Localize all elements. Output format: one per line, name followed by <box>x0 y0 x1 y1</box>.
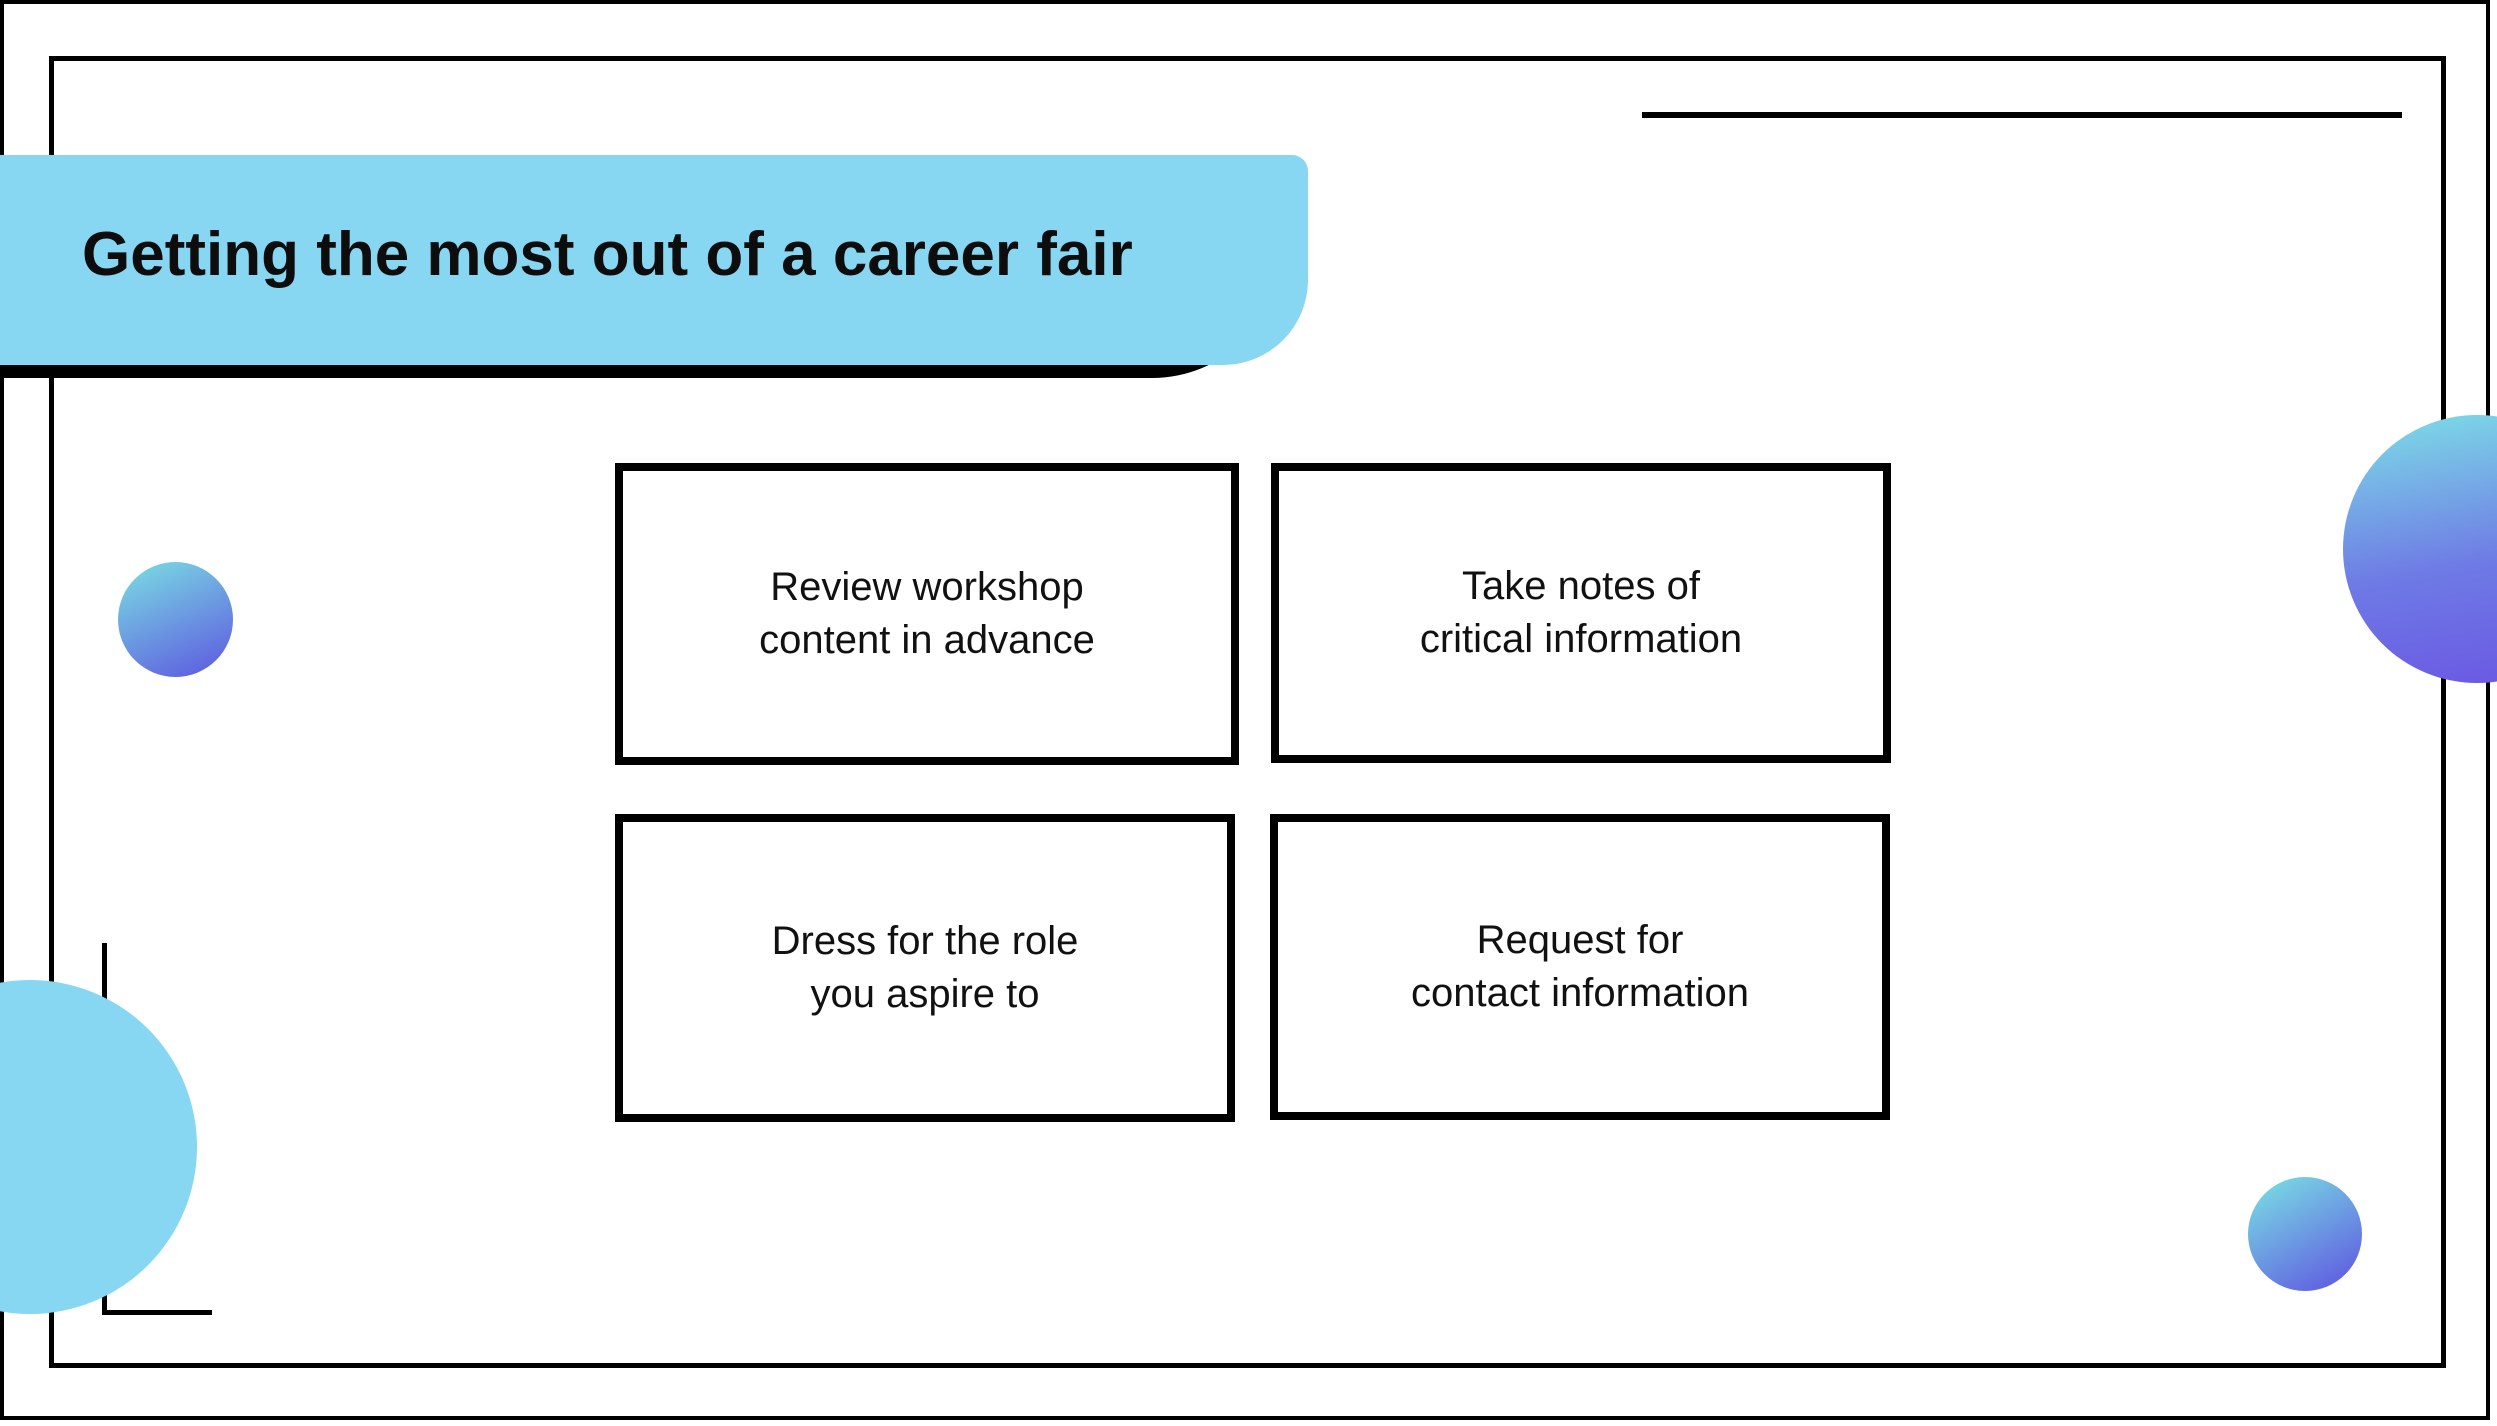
card-review-workshop: Review workshop content in advance <box>615 463 1239 765</box>
card-request-contact: Request for contact information <box>1270 814 1890 1120</box>
corner-bracket-horizontal <box>102 1310 212 1315</box>
card-label-line: you aspire to <box>810 972 1040 1016</box>
card-label-line: critical information <box>1419 617 1743 661</box>
card-label-line: Dress for the role <box>771 919 1079 963</box>
card-label-line: Take notes of <box>1462 564 1700 608</box>
slide-title: Getting the most out of a career fair <box>82 220 1133 289</box>
gradient-circle-bottom-right <box>2248 1177 2362 1291</box>
card-label-line: Review workshop <box>770 565 1084 609</box>
card-label-line: content in advance <box>759 618 1095 662</box>
accent-line-top-right <box>1642 112 2402 118</box>
title-banner: Getting the most out of a career fair <box>0 155 1308 365</box>
card-dress-role: Dress for the role you aspire to <box>615 814 1235 1122</box>
card-label-line: contact information <box>1411 971 1749 1015</box>
card-label-line: Request for <box>1476 918 1684 962</box>
inner-frame <box>49 56 2446 1368</box>
card-take-notes: Take notes of critical information <box>1271 463 1891 763</box>
gradient-circle-left <box>118 562 233 677</box>
